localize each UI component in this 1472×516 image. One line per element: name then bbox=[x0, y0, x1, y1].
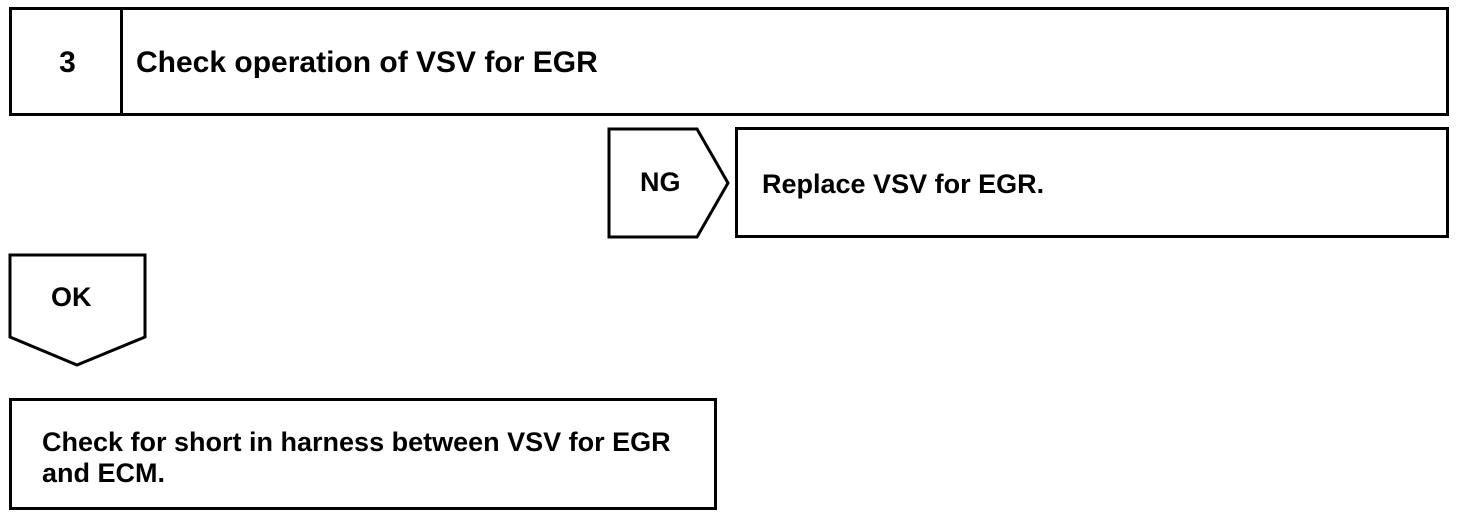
ng-action-text: Replace VSV for EGR. bbox=[762, 169, 1045, 199]
ok-arrow-icon bbox=[8, 253, 147, 367]
ng-arrow-icon bbox=[607, 127, 730, 239]
ng-label: NG bbox=[640, 167, 681, 197]
step-title: Check operation of VSV for EGR bbox=[136, 46, 598, 79]
step-number-cell: 3 bbox=[12, 10, 123, 113]
ng-action-box: Replace VSV for EGR. bbox=[735, 127, 1449, 238]
step-number: 3 bbox=[59, 46, 76, 79]
ok-label: OK bbox=[51, 282, 92, 312]
ok-action-box: Check for short in harness between VSV f… bbox=[9, 398, 717, 510]
step-header: 3 Check operation of VSV for EGR bbox=[9, 7, 1449, 116]
ok-action-text: Check for short in harness between VSV f… bbox=[42, 427, 671, 488]
